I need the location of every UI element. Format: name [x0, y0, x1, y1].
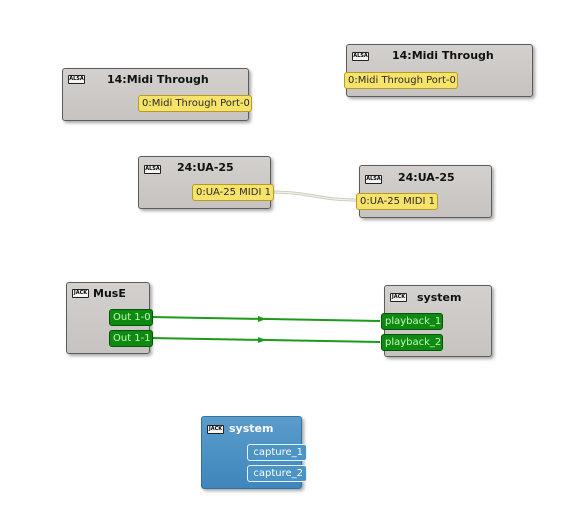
- alsa-badge-icon: ALSA: [144, 165, 161, 174]
- port-system-playback-2[interactable]: playback_2: [381, 334, 443, 351]
- jack-badge-icon: JACK: [72, 289, 89, 298]
- node-title: 14:Midi Through: [107, 73, 209, 86]
- node-title: 24:UA-25: [177, 161, 234, 174]
- node-alsa-ua25-in[interactable]: ALSA 24:UA-25 0:UA-25 MIDI 1: [356, 165, 492, 218]
- node-alsa-midi-through-in[interactable]: ALSA 14:Midi Through 0:Midi Through Port…: [344, 44, 533, 97]
- jack-badge-icon: JACK: [390, 293, 407, 302]
- node-alsa-midi-through-out[interactable]: ALSA 14:Midi Through 0:Midi Through Port…: [62, 68, 252, 121]
- wire-arrow-1: [258, 316, 266, 322]
- node-jack-muse[interactable]: JACK MusE Out 1-0 Out 1-1: [66, 282, 153, 354]
- node-title: MusE: [93, 287, 126, 300]
- port-midi-through-output[interactable]: 0:Midi Through Port-0: [138, 95, 252, 112]
- node-title: 24:UA-25: [398, 171, 455, 184]
- wire-out11-playback2[interactable]: [149, 337, 381, 343]
- port-system-capture-1[interactable]: capture_1: [247, 444, 307, 461]
- alsa-badge-icon: ALSA: [68, 75, 85, 84]
- port-muse-out-1-0[interactable]: Out 1-0: [109, 309, 153, 326]
- port-system-playback-1[interactable]: playback_1: [381, 313, 443, 330]
- port-ua25-midi-output[interactable]: 0:UA-25 MIDI 1: [192, 184, 274, 201]
- jack-badge-icon: JACK: [207, 425, 224, 434]
- port-system-capture-2[interactable]: capture_2: [247, 465, 307, 482]
- wire-arrow-2: [258, 337, 266, 343]
- alsa-badge-icon: ALSA: [365, 175, 382, 184]
- node-jack-system-playback[interactable]: JACK system playback_1 playback_2: [381, 285, 492, 357]
- node-title: system: [417, 291, 462, 304]
- alsa-badge-icon: ALSA: [352, 52, 369, 61]
- node-title: system: [229, 422, 274, 435]
- port-muse-out-1-1[interactable]: Out 1-1: [109, 330, 153, 347]
- node-jack-system-capture[interactable]: JACK system capture_1 capture_2: [201, 416, 307, 489]
- port-ua25-midi-input[interactable]: 0:UA-25 MIDI 1: [356, 193, 438, 210]
- port-midi-through-input[interactable]: 0:Midi Through Port-0: [344, 72, 458, 89]
- wire-out10-playback1[interactable]: [149, 316, 381, 322]
- wire-ua25-midi[interactable]: [270, 190, 357, 202]
- node-title: 14:Midi Through: [392, 49, 494, 62]
- node-alsa-ua25-out[interactable]: ALSA 24:UA-25 0:UA-25 MIDI 1: [138, 156, 274, 209]
